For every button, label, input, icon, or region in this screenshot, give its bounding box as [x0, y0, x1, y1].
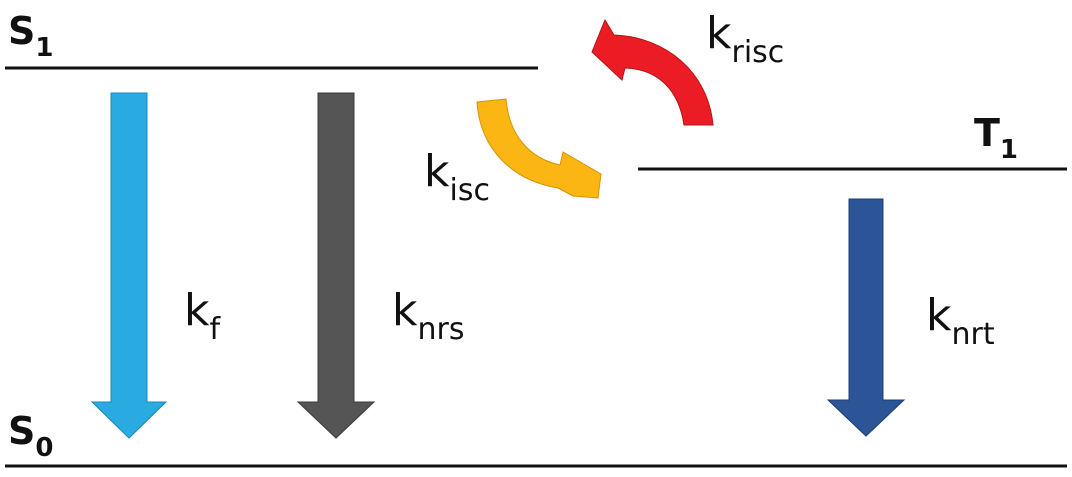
s0-index: 0: [35, 433, 53, 463]
nonradiative-singlet-arrow: [296, 92, 376, 439]
s1-letter: S: [8, 9, 35, 53]
rate-label-knrs: knrs: [392, 285, 464, 347]
knrt-sub: nrt: [951, 317, 994, 352]
knrs-k: k: [392, 285, 418, 336]
s1-index: 1: [35, 33, 53, 63]
rate-label-knrt: knrt: [926, 290, 995, 352]
rate-label-krisc: krisc: [706, 8, 784, 70]
kisc-k: k: [424, 146, 450, 197]
kf-k: k: [184, 285, 210, 336]
kisc-sub: isc: [449, 173, 489, 208]
state-label-s1: S1: [8, 9, 53, 63]
state-label-t1: T1: [974, 111, 1018, 165]
krisc-sub: risc: [731, 35, 784, 70]
rate-label-kisc: kisc: [424, 146, 490, 208]
krisc-k: k: [706, 8, 732, 59]
t1-index: 1: [1000, 135, 1018, 165]
knrs-sub: nrs: [417, 312, 464, 347]
rate-label-kf: kf: [184, 285, 221, 347]
t1-letter: T: [974, 111, 1000, 155]
risc-curved-arrow: [591, 18, 714, 126]
knrt-k: k: [926, 290, 952, 341]
s0-letter: S: [8, 409, 35, 453]
isc-curved-arrow: [476, 98, 602, 199]
kf-sub: f: [209, 312, 221, 347]
state-label-s0: S0: [8, 409, 53, 463]
nonradiative-triplet-arrow: [826, 198, 906, 437]
fluorescence-arrow: [90, 92, 168, 439]
